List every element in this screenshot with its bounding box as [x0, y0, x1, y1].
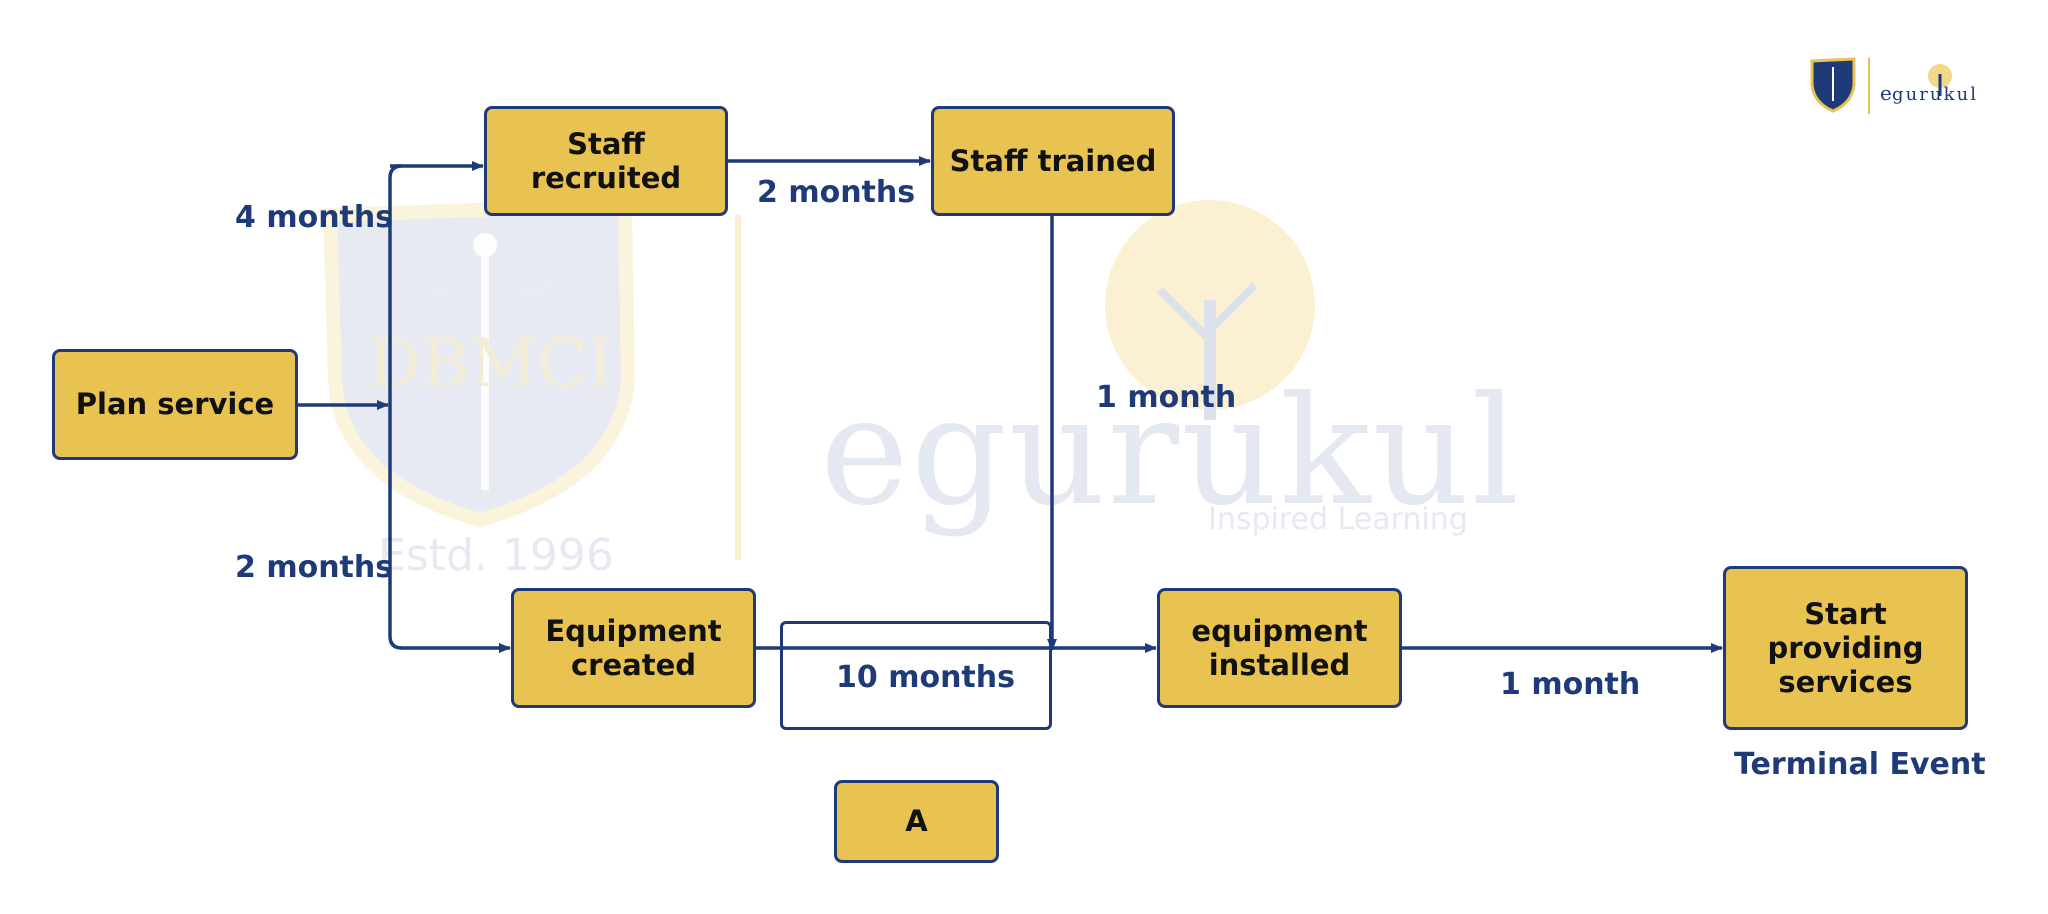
- label-plan-to-created: 2 months: [235, 550, 394, 585]
- node-staff-trained-label: Staff trained: [949, 143, 1157, 178]
- node-equipment-installed-label: equipment installed: [1191, 613, 1368, 682]
- node-staff-recruited: Staff recruited: [484, 106, 728, 216]
- node-equipment-created-label: Equipment created: [545, 613, 722, 682]
- node-equipment-created: Equipment created: [511, 588, 756, 708]
- node-start-providing-services: Start providing services: [1723, 566, 1968, 730]
- node-a: A: [834, 780, 999, 863]
- label-plan-to-recruited: 4 months: [235, 200, 394, 235]
- node-plan-service: Plan service: [52, 349, 298, 460]
- node-a-label: A: [905, 804, 928, 839]
- node-staff-trained: Staff trained: [931, 106, 1175, 216]
- label-trained-to-installed: 1 month: [1096, 380, 1237, 415]
- label-installed-to-start: 1 month: [1500, 667, 1641, 702]
- node-plan-service-label: Plan service: [75, 387, 275, 422]
- ten-months-box: [780, 621, 1052, 730]
- label-created-to-installed: 10 months: [836, 660, 1015, 695]
- node-equipment-installed: equipment installed: [1157, 588, 1402, 708]
- label-recruited-to-trained: 2 months: [757, 175, 916, 210]
- node-start-providing-services-label: Start providing services: [1767, 596, 1924, 700]
- node-staff-recruited-label: Staff recruited: [530, 126, 682, 195]
- terminal-event-caption: Terminal Event: [1734, 747, 1986, 782]
